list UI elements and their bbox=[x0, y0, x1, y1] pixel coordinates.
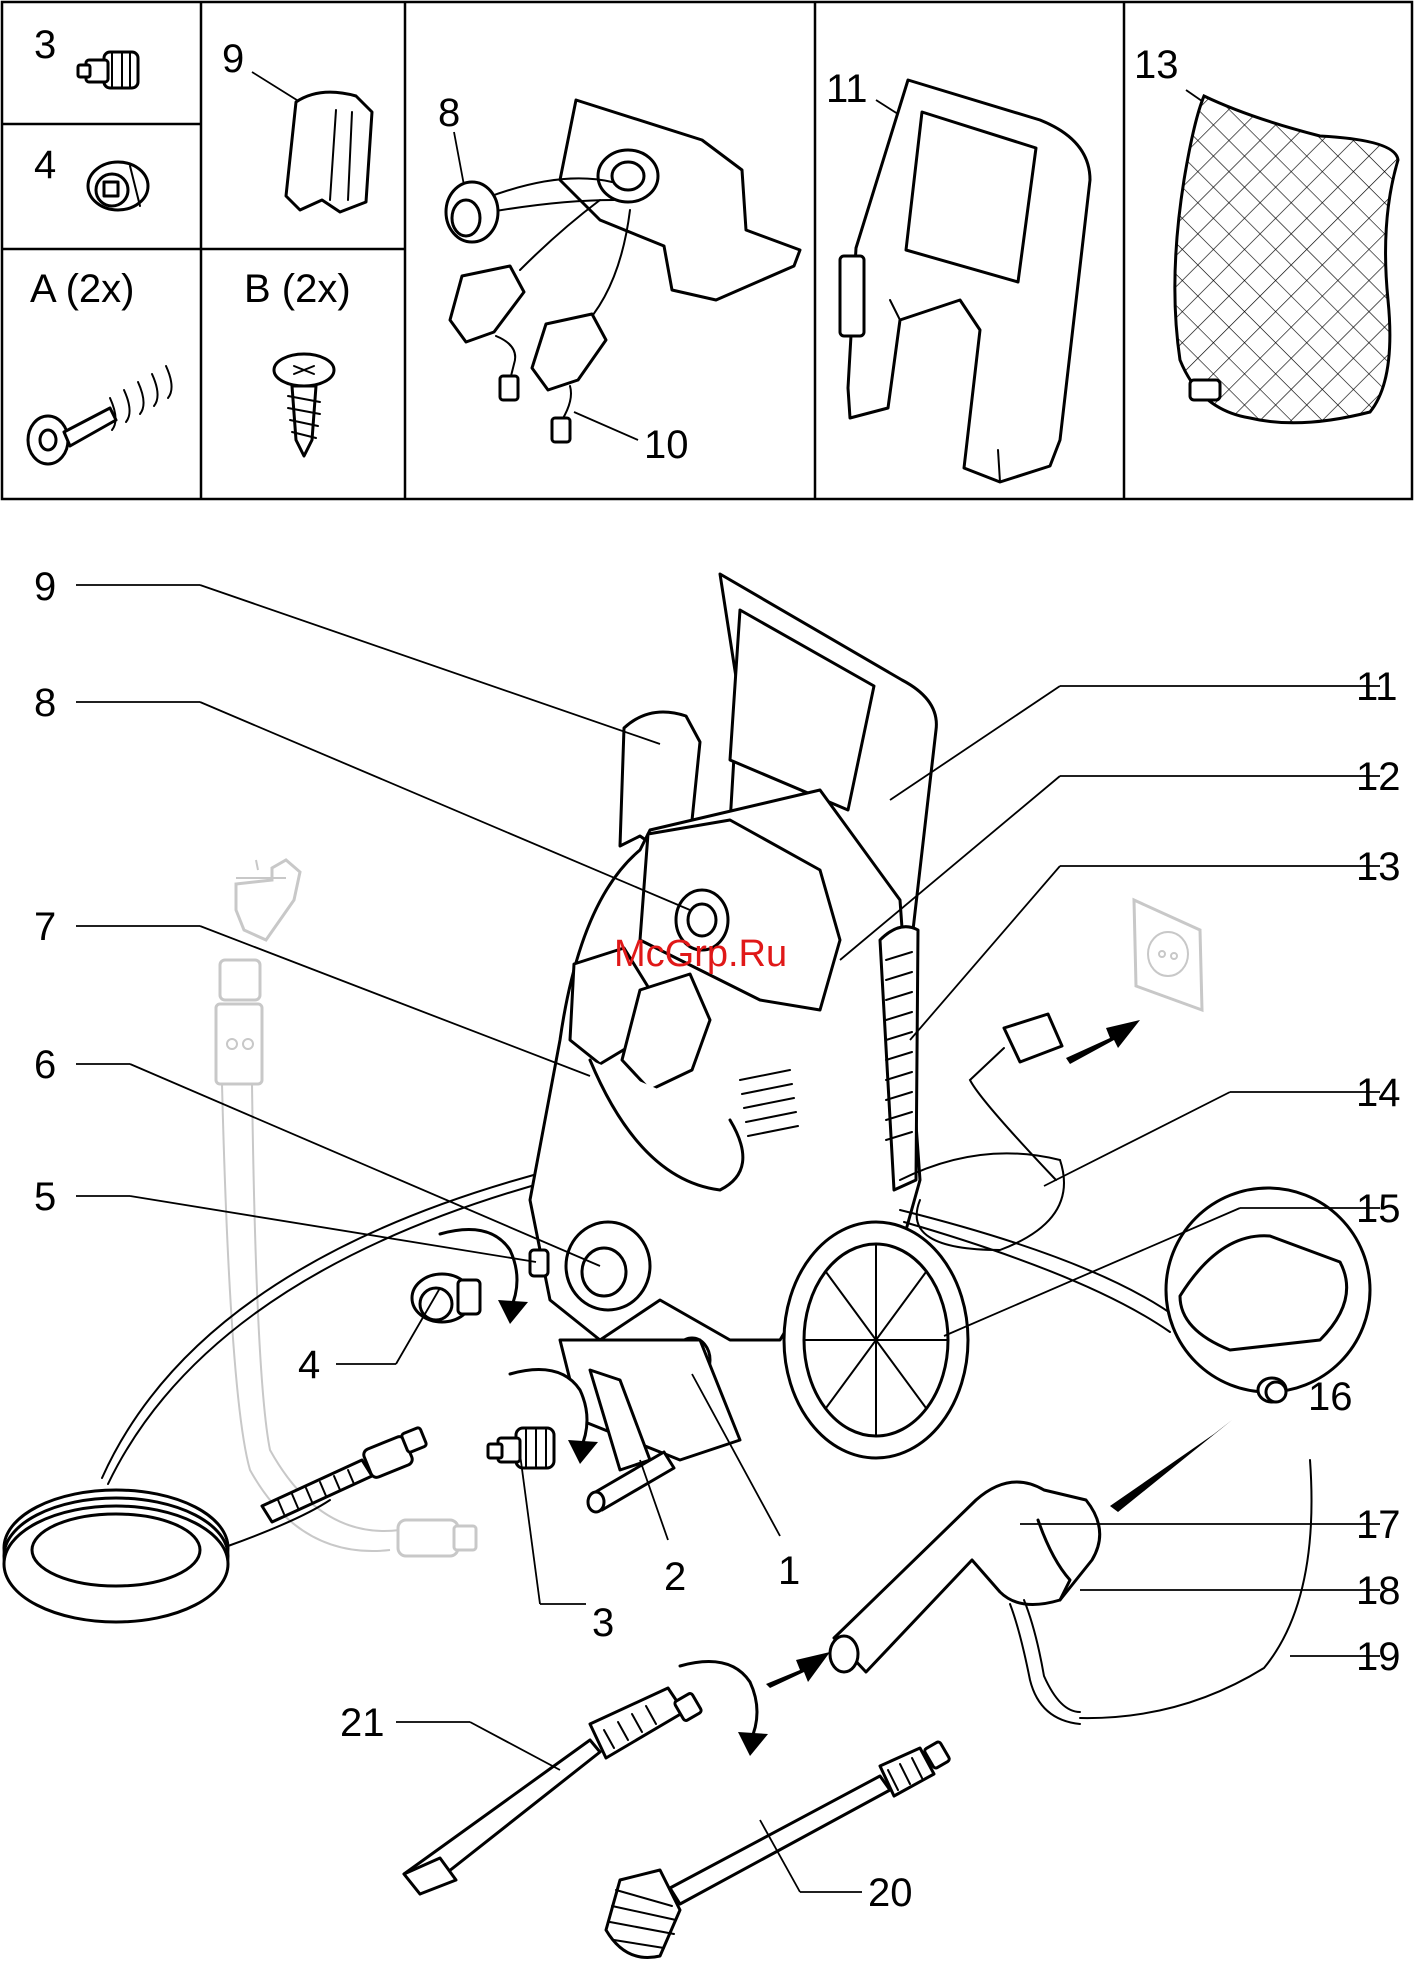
callout-17: 17 bbox=[1356, 1503, 1401, 1547]
part-4-connector bbox=[412, 1274, 480, 1322]
callout-5: 5 bbox=[34, 1175, 56, 1219]
callout-21: 21 bbox=[340, 1701, 385, 1745]
kit-label-9: 9 bbox=[222, 37, 244, 81]
part-3-connector-icon bbox=[78, 52, 138, 88]
part-8-bracket-icon bbox=[446, 100, 800, 442]
callout-7: 7 bbox=[34, 905, 56, 949]
kit-label-4: 4 bbox=[34, 143, 56, 187]
kit-label-A: A (2x) bbox=[30, 267, 134, 311]
kit-cell-8-10: 8 10 bbox=[438, 91, 800, 467]
part-11-handle-frame-icon bbox=[840, 80, 1090, 482]
kit-cell-11: 11 bbox=[826, 67, 1090, 482]
callout-12: 12 bbox=[1356, 755, 1401, 799]
watermark-text: McGrp.Ru bbox=[614, 933, 787, 975]
kit-label-B: B (2x) bbox=[244, 267, 351, 311]
part-B-screw-icon bbox=[274, 354, 334, 456]
kit-cell-A: A (2x) bbox=[28, 267, 172, 464]
trigger-magnifier bbox=[1110, 1188, 1370, 1512]
kit-cell-3: 3 bbox=[34, 23, 138, 88]
kit-label-10: 10 bbox=[644, 423, 689, 467]
kit-label-3: 3 bbox=[34, 23, 56, 67]
callout-3: 3 bbox=[592, 1601, 614, 1645]
kit-label-13: 13 bbox=[1134, 43, 1179, 87]
arrow-gun-connect bbox=[766, 1652, 830, 1688]
callout-6: 6 bbox=[34, 1043, 56, 1087]
kit-label-8: 8 bbox=[438, 91, 460, 135]
kit-cell-4: 4 bbox=[34, 143, 148, 210]
callout-13: 13 bbox=[1356, 845, 1401, 889]
part-13-net-bag-icon bbox=[1175, 96, 1398, 423]
callout-16: 16 bbox=[1308, 1375, 1353, 1419]
callout-9: 9 bbox=[34, 565, 56, 609]
lance-20 bbox=[606, 1741, 950, 1958]
callout-20: 20 bbox=[868, 1871, 913, 1915]
callout-19: 19 bbox=[1356, 1635, 1401, 1679]
callout-8: 8 bbox=[34, 681, 56, 725]
part-4-coupling-icon bbox=[88, 162, 148, 210]
kit-cell-13: 13 bbox=[1134, 43, 1398, 423]
spray-gun bbox=[830, 1460, 1312, 1724]
wall-socket-icon bbox=[1134, 900, 1202, 1010]
kit-cell-9: 9 bbox=[222, 37, 372, 212]
callout-11: 11 bbox=[1356, 665, 1398, 709]
part-9-holder-icon bbox=[286, 92, 372, 212]
callout-1: 1 bbox=[778, 1549, 800, 1593]
part-A-screw-anchor-icon bbox=[28, 366, 172, 464]
kit-cell-B: B (2x) bbox=[244, 267, 351, 456]
lance-21 bbox=[404, 1688, 702, 1894]
pressure-washer-body bbox=[530, 574, 1180, 1470]
callout-18: 18 bbox=[1356, 1569, 1401, 1613]
callout-4: 4 bbox=[298, 1343, 320, 1387]
kit-label-11: 11 bbox=[826, 67, 868, 111]
callout-14: 14 bbox=[1356, 1071, 1401, 1115]
callout-15: 15 bbox=[1356, 1187, 1401, 1231]
callout-2: 2 bbox=[664, 1555, 686, 1599]
arrow-to-socket bbox=[1066, 1020, 1140, 1064]
water-supply-ghost bbox=[216, 860, 476, 1556]
